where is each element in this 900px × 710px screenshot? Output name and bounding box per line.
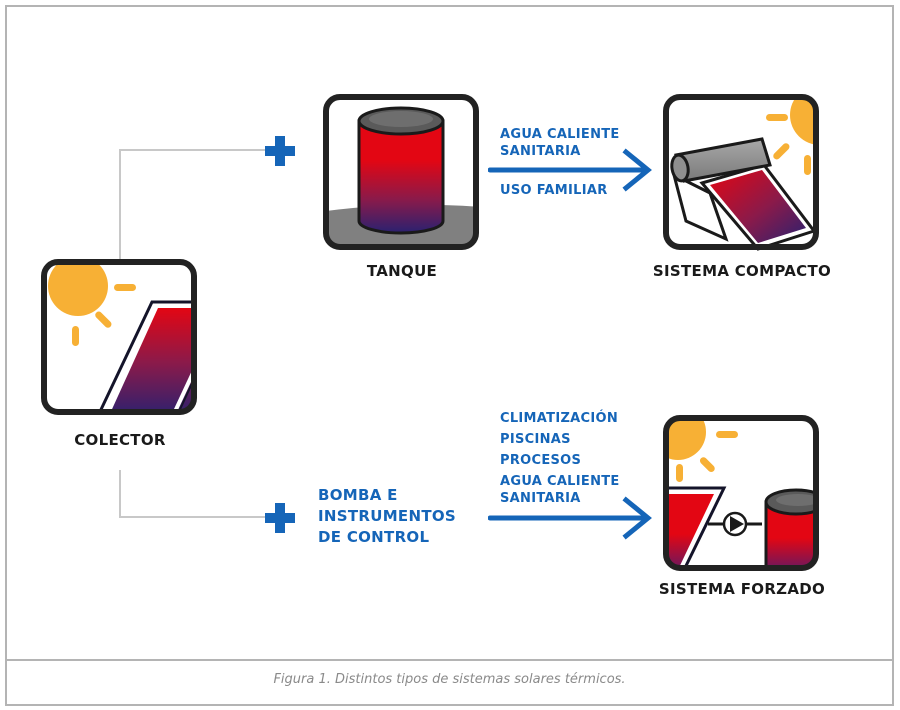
- solar-collector-icon: [41, 259, 197, 415]
- connector-bottom-horizontal: [119, 516, 269, 518]
- connector-top-horizontal: [119, 149, 269, 151]
- top-uses-text: AGUA CALIENTE SANITARIA: [500, 126, 620, 160]
- tanque-node: [322, 93, 479, 250]
- bottom-use-line: AGUA CALIENTE: [500, 474, 620, 489]
- sistema-forzado-label: SISTEMA FORZADO: [658, 580, 826, 598]
- arrow-top: [488, 148, 652, 192]
- colector-node: [40, 258, 197, 415]
- arrow-bottom: [488, 496, 652, 540]
- sistema-forzado-node: [662, 414, 819, 571]
- bottom-use-line: CLIMATIZACIÓN: [500, 411, 619, 426]
- caption-divider: [5, 659, 894, 661]
- plus-icon-bottom: [265, 503, 295, 533]
- sistema-compacto-label: SISTEMA COMPACTO: [652, 262, 832, 280]
- tanque-label: TANQUE: [366, 262, 438, 280]
- storage-tank-icon: [323, 94, 479, 250]
- component-line: DE CONTROL: [318, 528, 430, 546]
- forced-system-icon: [663, 415, 819, 571]
- sistema-compacto-node: [662, 93, 819, 251]
- bottom-uses-text: CLIMATIZACIÓN PISCINAS PROCESOS AGUA CAL…: [500, 410, 620, 507]
- top-use-secondary: USO FAMILIAR: [500, 183, 608, 198]
- component-line: INSTRUMENTOS: [318, 507, 457, 525]
- bottom-use-line: SANITARIA: [500, 491, 581, 506]
- bottom-use-line: PROCESOS: [500, 453, 582, 468]
- bottom-component-text: BOMBA E INSTRUMENTOS DE CONTROL: [318, 485, 456, 548]
- connector-colector-up: [119, 149, 121, 261]
- top-use-line: SANITARIA: [500, 144, 581, 159]
- top-use-line: AGUA CALIENTE: [500, 127, 620, 142]
- connector-colector-down: [119, 470, 121, 518]
- bottom-use-line: PISCINAS: [500, 432, 571, 447]
- figure-caption: Figura 1. Distintos tipos de sistemas so…: [273, 672, 626, 687]
- component-line: BOMBA E: [318, 486, 398, 504]
- plus-icon-top: [265, 136, 295, 166]
- compact-system-icon: [663, 94, 819, 251]
- colector-label: COLECTOR: [74, 431, 166, 449]
